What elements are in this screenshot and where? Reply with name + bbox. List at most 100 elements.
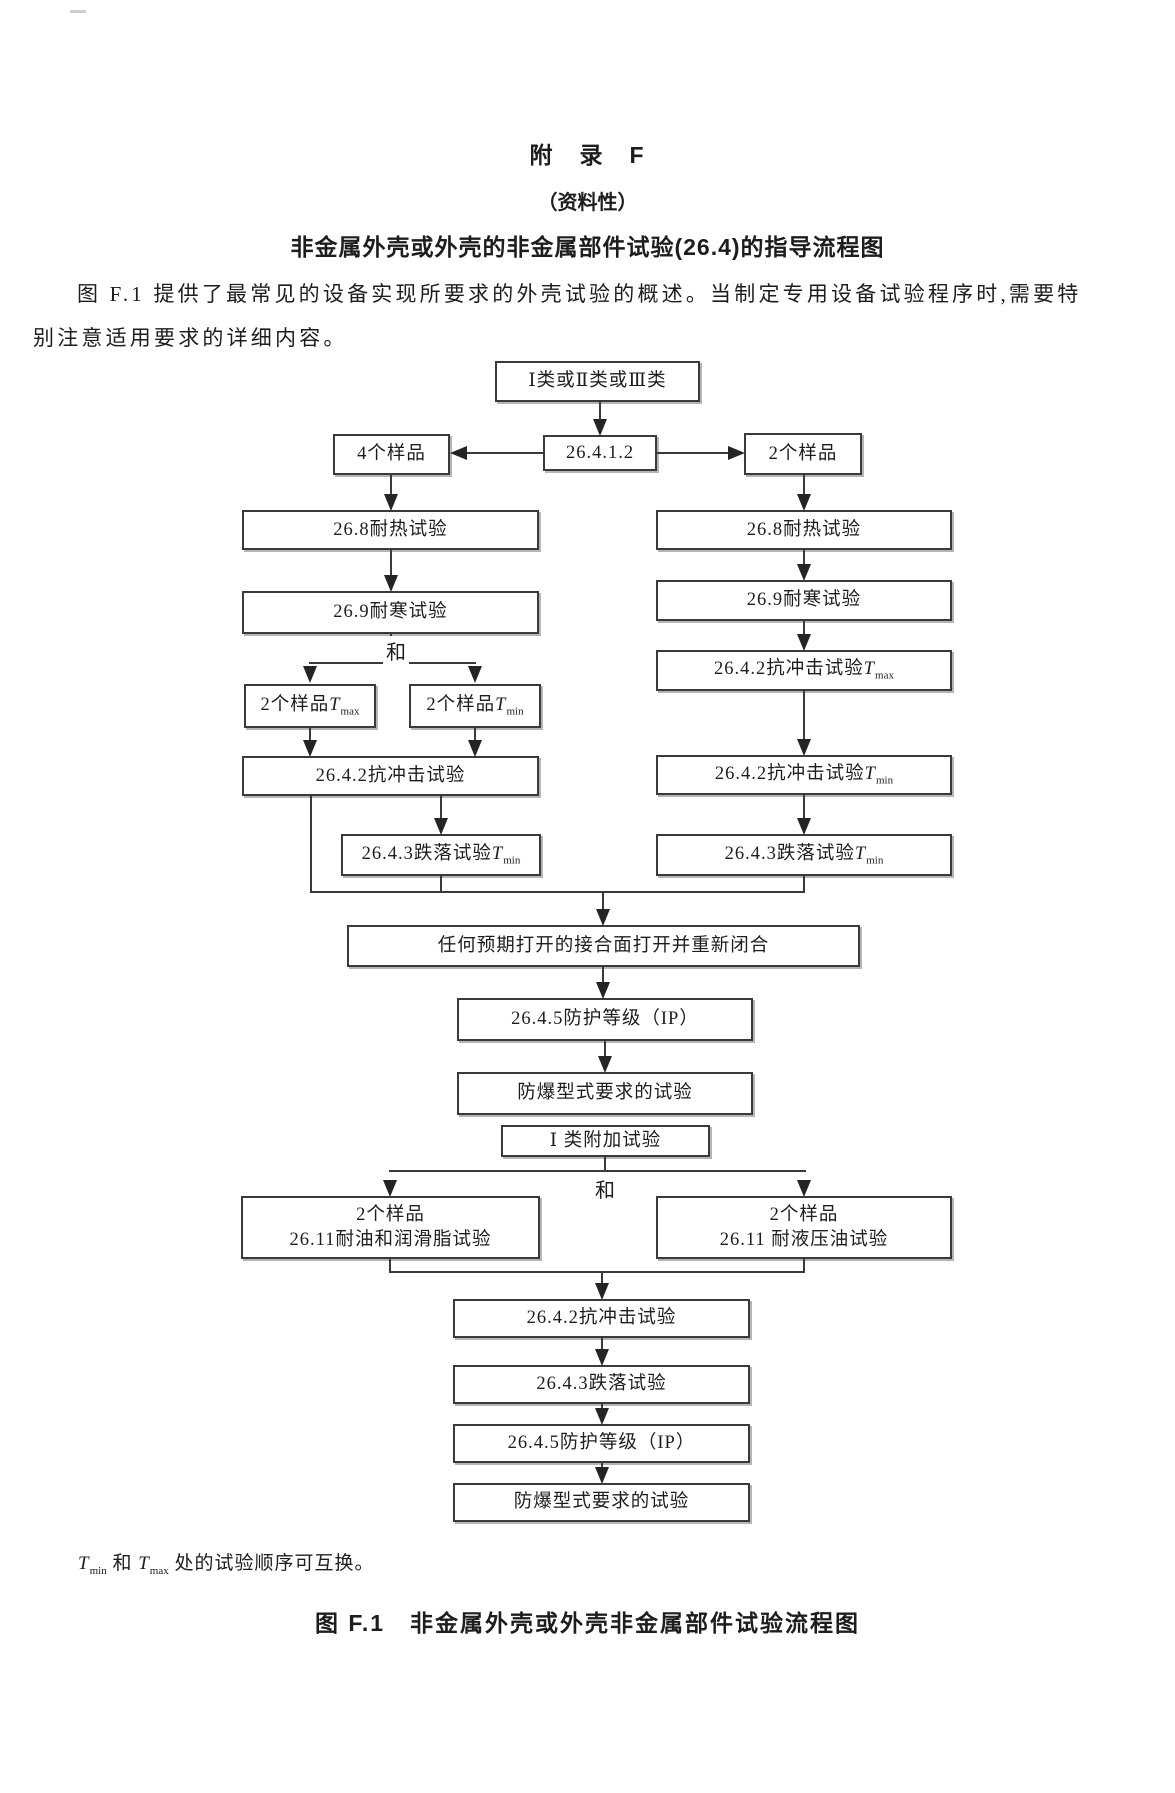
arrowhead-down-icon [468,740,482,757]
t-subscript: max [875,669,894,682]
label-text: 26.4.2抗冲击试验 [714,763,865,784]
arrowhead-down-icon [595,1349,609,1366]
connector-line [803,876,805,893]
flow-node-269-cold-test-left: 26.9耐寒试验 [242,591,539,634]
connector-line [390,550,392,578]
arrowhead-down-icon [595,1408,609,1425]
flow-node-label: 26.8耐热试验 [746,519,862,540]
flow-node-label: 2个样品Tmin [426,693,523,720]
connector-line [602,893,604,911]
flow-node-label: 26.4.3跌落试验Tmin [725,842,884,869]
flow-node-269-cold-test-right: 26.9耐寒试验 [656,580,952,621]
label-text: 26.4.2抗冲击试验 [713,659,864,680]
connector-line [601,1338,603,1350]
t-variable: T [491,843,504,864]
flow-node-26412: 26.4.1.2 [543,435,657,471]
flow-node-2642-impact-tmin: 26.4.2抗冲击试验Tmin [656,755,952,795]
flow-node-label: 2个样品Tmax [260,693,359,720]
connector-line [464,452,543,454]
connector-line [601,1404,603,1410]
flow-node-label: 26.4.2抗冲击试验Tmin [715,762,893,789]
arrowhead-down-icon [797,634,811,651]
label-line-2: 26.11耐油和润滑脂试验 [289,1229,492,1250]
arrowhead-down-icon [383,1180,397,1197]
t-variable: T [854,843,867,864]
scan-artifact [70,10,86,13]
flow-node-label: 4个样品 [357,444,426,465]
connector-line [599,402,601,420]
t-variable: T [863,659,876,680]
arrowhead-left-icon [450,446,467,460]
flow-node-2-samples: 2个样品 [744,433,862,475]
arrowhead-down-icon [596,909,610,926]
arrowhead-down-icon [595,1283,609,1300]
flow-node-label: 26.4.1.2 [565,442,635,463]
arrowhead-down-icon [595,1467,609,1484]
arrowhead-down-icon [797,739,811,756]
arrowhead-down-icon [303,666,317,683]
label-text: 26.4.3跌落试验 [724,843,855,864]
note-text: 和 [106,1553,139,1574]
flow-node-label: 26.9耐寒试验 [746,590,862,611]
arrowhead-right-icon [728,446,745,460]
flow-node-2643-drop-bottom: 26.4.3跌落试验 [453,1365,750,1404]
figure-note: Tmin 和 Tmax 处的试验顺序可互换。 [78,1548,375,1577]
label-line-1: 2个样品 [769,1204,839,1225]
connector-line [803,795,805,820]
flow-node-label: 防爆型式要求的试验 [513,1492,690,1513]
appendix-subtitle: （资料性） [537,192,638,214]
flow-node-4-samples: 4个样品 [333,434,450,475]
flow-node-label: 防爆型式要求的试验 [517,1083,693,1104]
connector-line [602,967,604,983]
paragraph-line-1: 图 F.1 提供了最常见的设备实现所要求的外壳试验的概述。当制定专用设备试验程序… [77,282,1082,306]
connector-line [309,728,311,742]
t-variable: T [495,694,507,715]
flow-node-label: 26.4.3跌落试验Tmin [362,842,521,869]
connector-line [803,550,805,567]
arrowhead-down-icon [303,740,317,757]
connector-line [803,475,805,497]
flow-node-2642-impact-tmax: 26.4.2抗冲击试验Tmax [656,650,952,691]
flow-node-class-i-additional: Ⅰ 类附加试验 [501,1125,710,1157]
connector-line [601,1463,603,1469]
flow-node-2-samples-tmin: 2个样品Tmin [409,684,541,728]
connector-line [657,452,730,454]
t-subscript: min [506,705,524,718]
t-variable: T [138,1553,150,1574]
connector-line [390,475,392,497]
note-text: 处的试验顺序可互换。 [168,1553,375,1574]
connector-line [440,796,442,820]
flow-node-268-heat-test-right: 26.8耐热试验 [656,510,952,550]
connector-line [474,728,476,742]
arrowhead-down-icon [797,494,811,511]
flow-node-label: 26.4.2抗冲击试验Tmax [714,657,894,684]
label-text: 26.4.3跌落试验 [361,843,492,864]
t-subscript: min [503,854,521,867]
arrowhead-down-icon [384,575,398,592]
label-text: 2个样品 [260,694,330,715]
flow-node-ex-type-tests-bottom: 防爆型式要求的试验 [453,1483,750,1522]
flow-node-label: 26.9耐寒试验 [333,602,448,623]
connector-line [803,1259,805,1271]
connector-line [389,1170,806,1172]
connector-line [604,1041,606,1057]
t-subscript: max [149,1564,169,1577]
t-variable: T [78,1553,90,1574]
connector-bypass-line [310,796,312,893]
appendix-title: 附 录 F [529,142,646,168]
flow-node-label: Ⅰ 类附加试验 [549,1130,662,1151]
flow-node-label: 2个样品 [768,443,838,464]
flow-node-label: 26.8耐热试验 [333,519,448,540]
connector-merge-line [310,891,805,893]
flow-node-268-heat-test-left: 26.8耐热试验 [242,510,539,550]
flow-node-label: 26.4.2抗冲击试验 [315,765,466,786]
t-subscript: min [875,774,894,787]
t-subscript: min [866,854,884,867]
t-subscript: min [89,1564,107,1577]
arrowhead-down-icon [797,1180,811,1197]
